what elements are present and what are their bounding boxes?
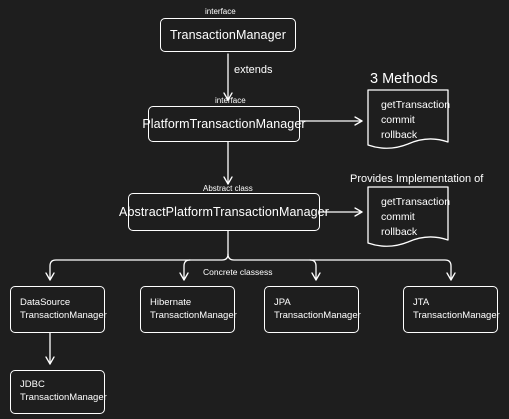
datasource-line2: TransactionManager <box>20 309 107 321</box>
jta-line2: TransactionManager <box>413 309 500 321</box>
jpa-line2: TransactionManager <box>274 309 361 321</box>
methods-note-heading: 3 Methods <box>370 71 438 87</box>
implementation-note-list: getTransaction commit rollback <box>381 195 450 241</box>
platform-transaction-manager-label: PlatformTransactionManager <box>142 117 306 131</box>
abstract-class-stereotype: Abstract class <box>203 184 253 193</box>
jta-line1: JTA <box>413 296 430 308</box>
hibernate-line2: TransactionManager <box>150 309 237 321</box>
abstract-platform-transaction-manager-box: AbstractPlatformTransactionManager <box>119 193 329 231</box>
implementation-note-item: getTransaction <box>381 196 451 208</box>
jdbc-line2: TransactionManager <box>20 392 107 403</box>
concrete-classes-label: Concrete classess <box>203 267 273 277</box>
platform-transaction-manager-stereotype: interface <box>215 96 246 105</box>
concrete-branch-right <box>227 253 456 281</box>
transaction-manager-box: TransactionManager <box>160 18 296 52</box>
methods-note-item: getTransaction <box>381 99 451 111</box>
concrete-trunk <box>45 230 229 281</box>
implementation-note-item: commit <box>381 211 415 224</box>
extends-label: extends <box>234 64 273 76</box>
implementation-note-shape <box>367 186 449 247</box>
branch-hibernate <box>179 259 191 281</box>
transaction-manager-stereotype: interface <box>205 7 236 16</box>
jta-transaction-manager-box: JTA TransactionManager <box>403 286 500 333</box>
branch-jpa <box>309 259 321 281</box>
methods-note-item: commit <box>381 114 415 127</box>
implementation-note-heading: Provides Implementation of <box>350 173 484 185</box>
methods-note-list: getTransaction commit rollback <box>381 98 450 144</box>
jpa-line1: JPA <box>274 296 291 308</box>
jdbc-transaction-manager-box: JDBC TransactionManager <box>10 370 107 414</box>
datasource-transaction-manager-box: DataSource TransactionManager <box>10 286 107 333</box>
jdbc-line1: JDBC <box>20 379 45 391</box>
platform-transaction-manager-box: PlatformTransactionManager <box>142 106 306 142</box>
hibernate-transaction-manager-box: Hibernate TransactionManager <box>140 286 237 333</box>
methods-note-shape <box>367 89 449 149</box>
methods-note-item: rollback <box>381 129 418 142</box>
abstract-platform-transaction-manager-label: AbstractPlatformTransactionManager <box>119 205 329 219</box>
hibernate-line1: Hibernate <box>150 296 192 308</box>
jpa-transaction-manager-box: JPA TransactionManager <box>264 286 361 333</box>
implementation-note-item: rollback <box>381 226 418 239</box>
datasource-line1: DataSource <box>20 296 71 308</box>
transaction-manager-label: TransactionManager <box>170 28 286 42</box>
